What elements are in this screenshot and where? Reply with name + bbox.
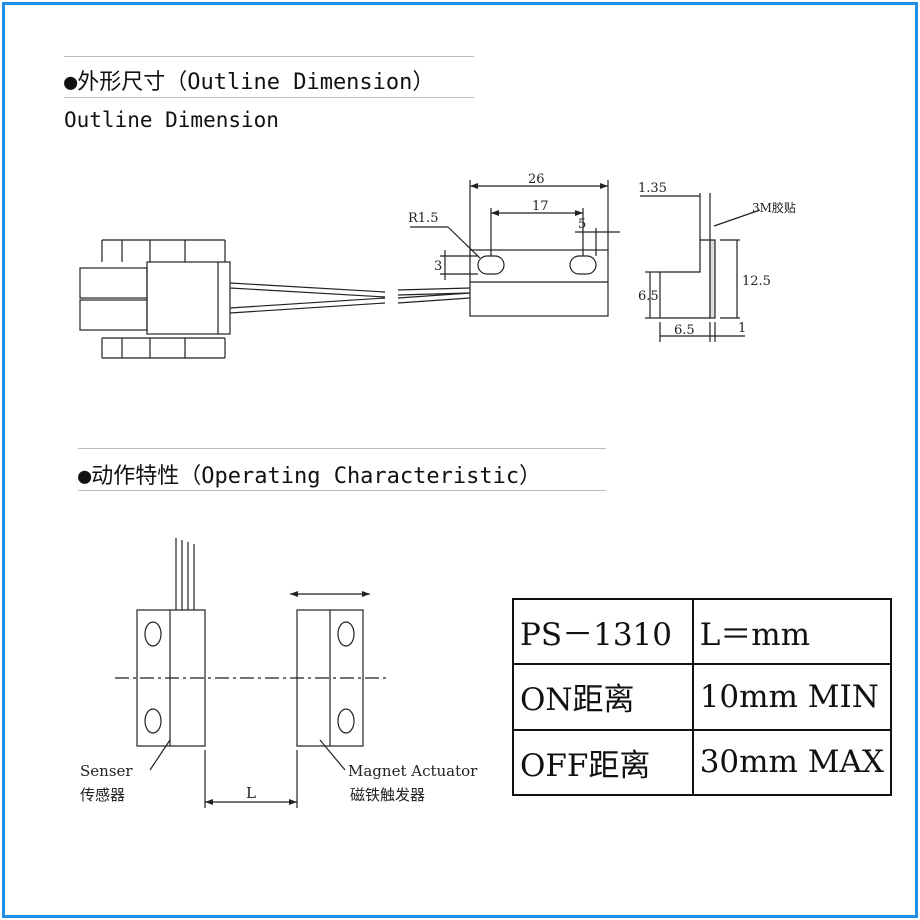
dim-6-5-horizontal: 6.5	[674, 323, 695, 338]
senser-label-cn: 传感器	[80, 786, 125, 804]
dim-5: 5	[578, 217, 586, 232]
dim-r15: R1.5	[408, 211, 438, 226]
spec-table: PS－1310 L＝mm ON距离 10mm MIN OFF距离 30mm MA…	[512, 597, 893, 797]
divider	[78, 490, 606, 491]
profile-drawing	[640, 193, 761, 342]
section-subtitle: Outline Dimension	[64, 108, 279, 132]
magnet-label-en: Magnet Actuator	[348, 762, 478, 780]
arrowheads	[205, 183, 608, 805]
magnet-label-cn: 磁铁触发器	[350, 786, 425, 804]
table-row: ON距离 10mm MIN	[512, 663, 893, 731]
table-cell: OFF距离	[512, 728, 694, 797]
connector-drawing	[79, 239, 471, 359]
section-title-outline: ●外形尺寸（Outline Dimension）	[64, 70, 435, 95]
table-cell: L＝mm	[691, 597, 893, 666]
senser-drawing	[136, 538, 206, 771]
dim-1: 1	[738, 321, 746, 336]
gap-label: L	[246, 784, 256, 802]
table-cell: 10mm MIN	[691, 663, 893, 731]
magnet-drawing	[290, 593, 370, 771]
dim-6-5-vertical: 6.5	[638, 289, 659, 304]
divider	[64, 97, 474, 98]
divider	[64, 56, 474, 57]
table-cell: PS－1310	[512, 597, 694, 666]
table-row: PS－1310 L＝mm	[512, 597, 893, 666]
sensor-body-drawing	[410, 180, 620, 317]
divider	[78, 448, 606, 449]
tape-label: 3M胶贴	[752, 200, 796, 215]
dim-17: 17	[532, 199, 549, 214]
section-title-operating: ●动作特性（Operating Characteristic）	[78, 464, 542, 489]
table-row: OFF距离 30mm MAX	[512, 728, 893, 797]
table-cell: ON距离	[512, 663, 694, 731]
senser-label-en: Senser	[80, 762, 133, 780]
dim-3: 3	[434, 259, 442, 274]
dim-12-5: 12.5	[742, 274, 771, 289]
table-cell: 30mm MAX	[691, 728, 893, 797]
dim-26: 26	[528, 172, 545, 187]
dim-1-35: 1.35	[638, 181, 667, 196]
